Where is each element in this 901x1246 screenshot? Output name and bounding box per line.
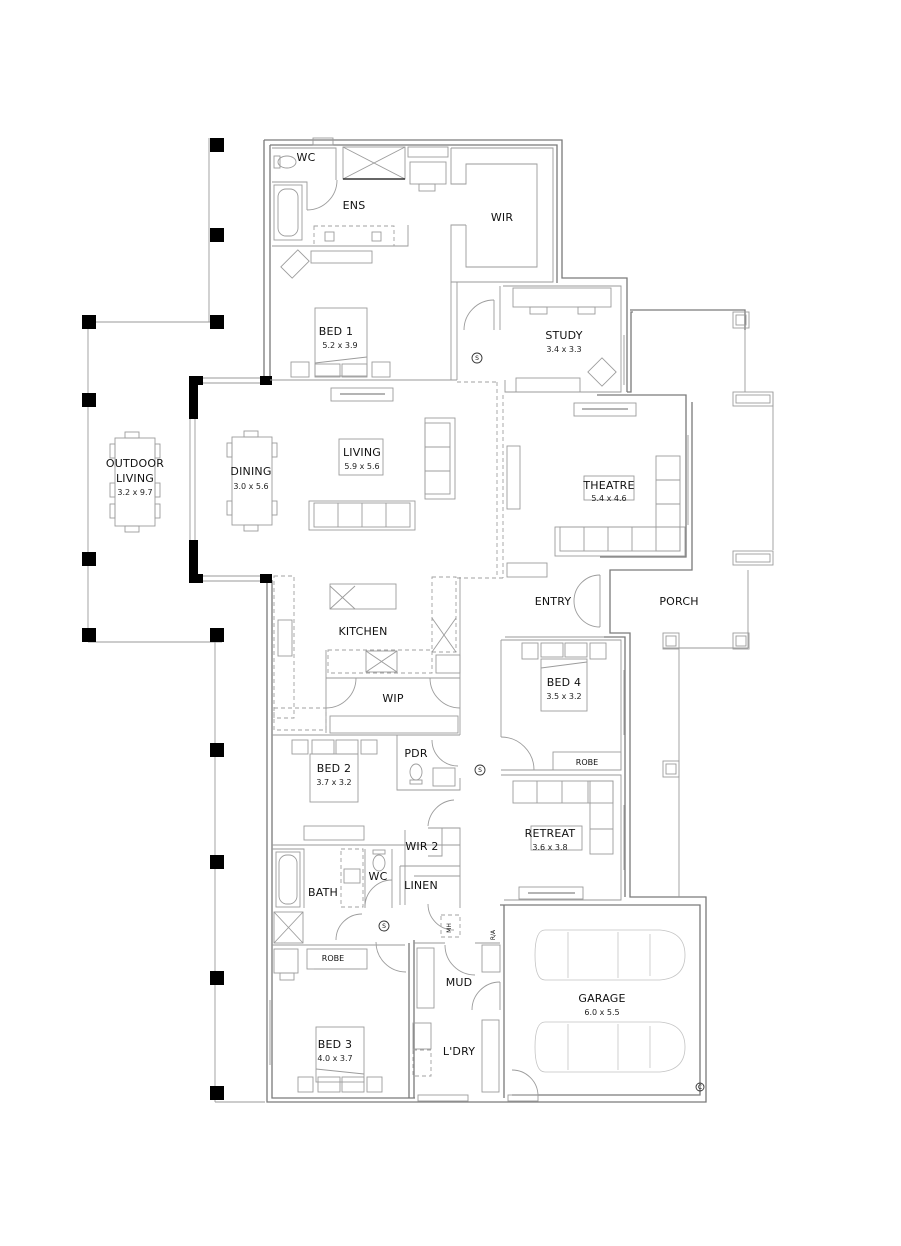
bed4-furniture [500, 639, 625, 771]
porch-structure [662, 311, 774, 897]
wir2-label: WIR 2 [405, 840, 438, 853]
column [82, 552, 96, 566]
bed1-label: BED 1 [319, 325, 353, 338]
kitchen-label: KITCHEN [338, 625, 387, 638]
linen-label: LINEN [404, 879, 438, 892]
retreat-furniture [501, 774, 625, 901]
wc-bath-label: WC [369, 870, 388, 883]
room-labels: OUTDOOR LIVING 3.2 x 9.7 WC ENS WIR BED … [106, 151, 699, 1063]
car-icon [534, 929, 686, 981]
outdoor-living-dimensions: 3.2 x 9.7 [117, 488, 152, 497]
column [210, 1086, 224, 1100]
theatre-label: THEATRE [582, 479, 634, 492]
theatre-dimensions: 5.4 x 4.6 [591, 494, 626, 503]
bed3-dimensions: 4.0 x 3.7 [317, 1054, 352, 1063]
column [82, 393, 96, 407]
kitchen-furniture [272, 575, 461, 736]
smoke-detector-icon: S [474, 764, 486, 776]
mud-laundry-area [412, 942, 539, 1102]
smoke-detector-icon: S [378, 920, 390, 932]
garage-dimensions: 6.0 x 5.5 [584, 1008, 619, 1017]
mud-label: MUD [446, 976, 473, 989]
svg-text:S: S [382, 923, 386, 930]
garage-cars [534, 929, 686, 1073]
ensuite-area [272, 137, 554, 283]
bed3-furniture [269, 1000, 383, 1093]
outdoor-living-label-line2: LIVING [116, 472, 154, 485]
theatre-furniture [506, 402, 689, 557]
column [210, 855, 224, 869]
bed2-dimensions: 3.7 x 3.2 [316, 778, 351, 787]
robe-bed4-label: ROBE [576, 758, 598, 767]
bed2-pdr-area [272, 735, 461, 846]
dining-bay-wall [189, 376, 272, 583]
outdoor-living-label: OUTDOOR [106, 457, 164, 470]
retreat-label: RETREAT [525, 827, 576, 840]
column [210, 138, 224, 152]
smoke-detector-icon: S [471, 352, 483, 364]
column [210, 743, 224, 757]
dining-label: DINING [230, 465, 271, 478]
study-furniture [503, 285, 625, 393]
svg-text:C: C [698, 1084, 702, 1091]
outdoor-living-structure [82, 138, 265, 1103]
porch-label: PORCH [659, 595, 698, 608]
svg-text:S: S [478, 767, 482, 774]
bed2-label: BED 2 [317, 762, 351, 775]
garage-label: GARAGE [578, 992, 625, 1005]
dining-dimensions: 3.0 x 5.6 [233, 482, 268, 491]
living-dining-furniture [226, 381, 504, 579]
bath-wc-area [272, 799, 461, 981]
return-air-label: R/A [490, 929, 497, 940]
bed4-label: BED 4 [547, 676, 581, 689]
study-dimensions: 3.4 x 3.3 [546, 345, 581, 354]
ensuite-label: ENS [343, 199, 366, 212]
column [210, 628, 224, 642]
study-label: STUDY [545, 329, 582, 342]
column [210, 315, 224, 329]
entry-label: ENTRY [535, 595, 572, 608]
bed1-dimensions: 5.2 x 3.9 [322, 341, 357, 350]
column [82, 315, 96, 329]
column [210, 228, 224, 242]
entry-doors [505, 562, 604, 638]
bath-label: BATH [308, 886, 338, 899]
column [210, 971, 224, 985]
manhole-label: MH [446, 923, 453, 933]
svg-text:S: S [475, 355, 479, 362]
retreat-dimensions: 3.6 x 3.8 [532, 843, 567, 852]
external-walls [263, 139, 746, 1103]
pdr-label: PDR [404, 747, 428, 760]
bed3-label: BED 3 [318, 1038, 352, 1051]
living-label: LIVING [343, 446, 381, 459]
cylinder-icon: C [695, 1082, 705, 1092]
wc-master-label: WC [297, 151, 316, 164]
living-dimensions: 5.9 x 5.6 [344, 462, 379, 471]
laundry-label: L'DRY [443, 1045, 475, 1058]
car-icon [534, 1021, 686, 1073]
wir-label: WIR [491, 211, 514, 224]
robe-bed3-label: ROBE [322, 954, 344, 963]
wip-label: WIP [382, 692, 404, 705]
bed4-dimensions: 3.5 x 3.2 [546, 692, 581, 701]
column [82, 628, 96, 642]
bed1-furniture [270, 249, 501, 381]
